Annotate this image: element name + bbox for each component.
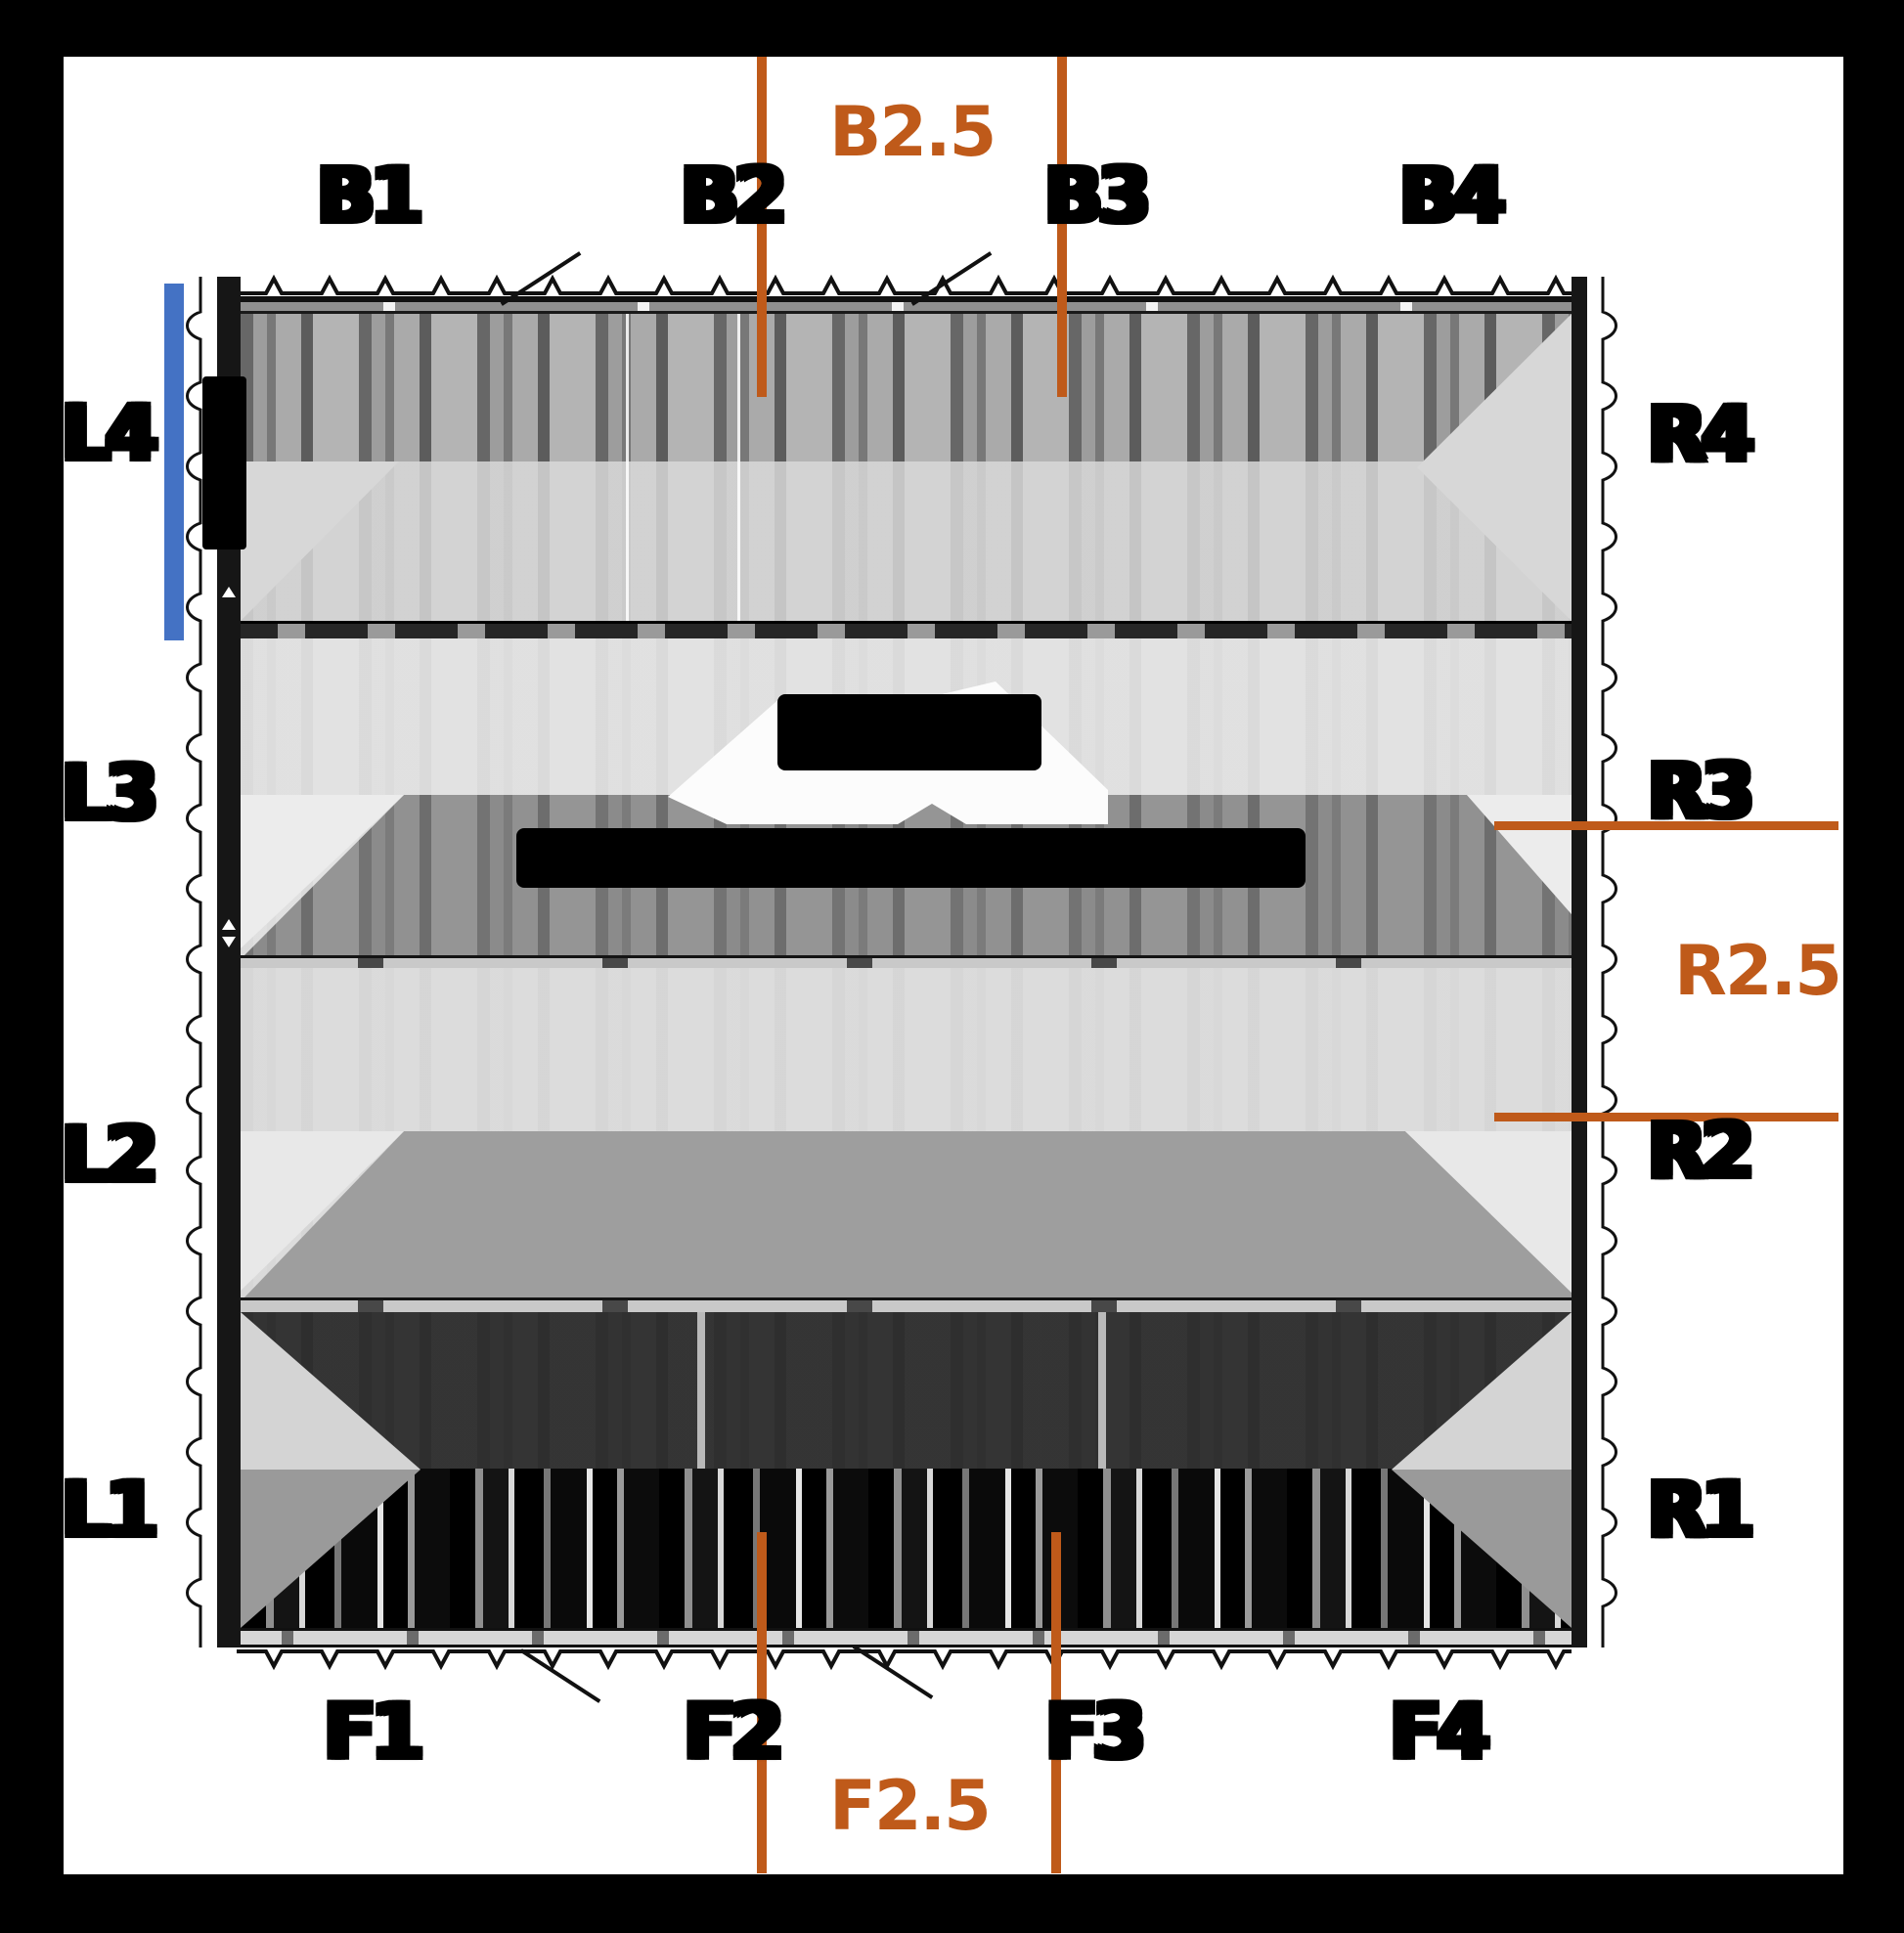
roof-plane-back-lower (241, 461, 1572, 621)
span-marker-b2-5: B2.5 (829, 92, 996, 172)
grid-label-f1: F1 (324, 1689, 424, 1777)
measure-squiggle-left (186, 277, 202, 1647)
span-line-top-left (757, 57, 767, 397)
grid-label-r1: R1 (1647, 1467, 1754, 1555)
roof-face-trapezoid-lower (244, 1131, 1572, 1297)
grid-label-b4: B4 (1399, 153, 1506, 241)
center-title-line-1-redaction (777, 694, 1041, 770)
roof-plane-front-texture (241, 1312, 1572, 1469)
eave-zigzag-bottom (237, 1649, 1572, 1671)
edge-arrow-2 (222, 919, 236, 930)
measure-squiggle-right (1601, 277, 1617, 1647)
grid-label-l4: L4 (62, 390, 158, 478)
span-line-bottom-left (757, 1532, 767, 1873)
span-marker-r2-5: R2.5 (1674, 931, 1842, 1011)
eave-strip-bottom (237, 1631, 1572, 1645)
eave-strip-bottom-underline (237, 1645, 1572, 1647)
ridge-cap-top-underline (237, 311, 1572, 314)
ridge-line-1 (241, 621, 1572, 641)
edge-arrow-3 (222, 937, 236, 947)
grid-label-f4: F4 (1390, 1689, 1490, 1777)
panel-gap-line-1 (626, 314, 629, 621)
grid-label-l1: L1 (62, 1467, 158, 1555)
panel-gap-line-2 (737, 314, 740, 621)
eave-zigzag-top (237, 274, 1572, 295)
eave-bar-bottom (237, 1628, 1572, 1631)
edge-arrow-1 (222, 587, 236, 597)
scale-bar (164, 284, 184, 640)
grid-label-f3: F3 (1045, 1689, 1146, 1777)
roof-plane-back-lower-texture (241, 461, 1572, 621)
center-title-line-2-redaction (516, 828, 1306, 888)
front-panel-gap-1 (697, 1312, 705, 1469)
span-marker-f2-5: F2.5 (829, 1766, 992, 1846)
grid-label-b1: B1 (317, 153, 423, 241)
grid-label-r2: R2 (1647, 1108, 1754, 1196)
grid-label-r3: R3 (1647, 748, 1754, 836)
span-line-right-lower (1494, 1113, 1838, 1121)
grid-label-r4: R4 (1647, 391, 1754, 479)
span-line-bottom-right (1051, 1532, 1061, 1873)
grid-label-l3: L3 (62, 750, 158, 838)
left-edge-label-redaction (202, 376, 246, 549)
grid-label-b3: B3 (1044, 153, 1151, 241)
roof-edge-right (1572, 277, 1587, 1647)
grid-label-b2: B2 (681, 153, 787, 241)
roof-plane-front-striped (241, 1469, 1572, 1628)
ridge-cap-top (237, 302, 1572, 311)
grid-label-l2: L2 (62, 1112, 158, 1200)
ridge-cap-top-line (237, 296, 1572, 302)
front-panel-gap-2 (1098, 1312, 1106, 1469)
grid-label-f2: F2 (684, 1689, 784, 1777)
roof-plane-back-striped (241, 314, 1572, 461)
span-line-right-upper (1494, 821, 1838, 830)
span-line-top-right (1057, 57, 1067, 397)
